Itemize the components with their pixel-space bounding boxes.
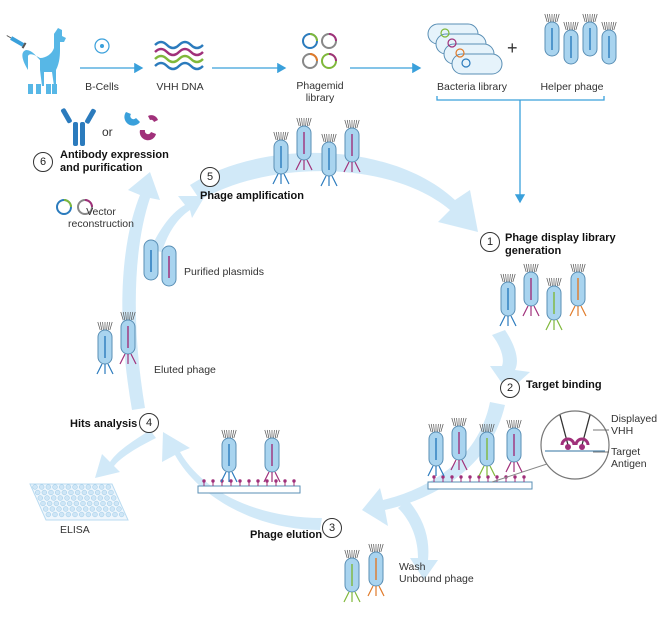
bound-phage-3 xyxy=(478,423,496,477)
target-antigen-line1: Target xyxy=(611,446,641,458)
elisa-label: ELISA xyxy=(60,524,90,536)
library-phage-1 xyxy=(499,273,517,327)
binding-magnifier xyxy=(491,410,610,483)
or-label: or xyxy=(102,125,113,139)
bacteria-library-label: Bacteria library xyxy=(436,81,508,93)
eluting-phage-2 xyxy=(263,429,281,483)
plus-sign: + xyxy=(507,38,518,58)
cycle-arrow-library-to-binding xyxy=(490,330,530,392)
vhh-dna-icon xyxy=(154,40,204,71)
wash-label: Wash xyxy=(399,561,426,573)
eluted-phage-1 xyxy=(96,321,114,375)
step-4-label: Hits analysis xyxy=(70,418,138,430)
displayed-vhh-line2: VHH xyxy=(611,425,634,437)
step-1-number: 1 xyxy=(480,232,500,252)
cycle-arrow-wash xyxy=(398,500,438,580)
phagemid-library-icon xyxy=(302,33,337,69)
purified-plasmids-label: Purified plasmids xyxy=(184,266,264,278)
library-phage-4 xyxy=(569,263,587,317)
bound-phage-1 xyxy=(427,423,445,477)
vector-reconstruction-line1: Vector xyxy=(86,206,116,218)
cycle-arrow-amplification-to-library xyxy=(190,152,478,232)
step-1-label-line1: Phage display library xyxy=(505,232,616,244)
displayed-vhh-line1: Displayed xyxy=(611,413,658,425)
eluting-phage-1 xyxy=(220,429,238,483)
phagemid-label-line2: library xyxy=(305,92,335,104)
amplified-phage-4 xyxy=(343,119,361,173)
purified-plasmids-icon xyxy=(143,239,177,287)
helper-phage-2 xyxy=(563,21,579,65)
nanobody-icon xyxy=(124,112,158,141)
amplified-phage-1 xyxy=(272,131,290,185)
helper-phage-label: Helper phage xyxy=(540,81,604,93)
helper-phage-4 xyxy=(601,21,617,65)
eluted-phage-label: Eluted phage xyxy=(154,364,216,376)
step-6-label-line1: Antibody expression xyxy=(60,149,169,161)
eluted-phage-2 xyxy=(119,311,137,365)
llama-icon xyxy=(22,28,66,94)
library-phage-2 xyxy=(522,263,540,317)
cycle-arrow-hits-to-elisa xyxy=(95,430,156,478)
flow-bracket-libraries xyxy=(436,96,605,101)
bacteria-library-icon xyxy=(427,23,503,75)
helper-phage-3 xyxy=(582,13,598,57)
step-2-label: Target binding xyxy=(526,379,602,391)
step-3-number: 3 xyxy=(322,518,342,538)
elisa-plate-icon xyxy=(29,483,129,521)
step-5-number: 5 xyxy=(200,167,220,187)
b-cell-icon xyxy=(94,38,110,54)
amplified-phage-3 xyxy=(320,133,338,187)
phagemid-label-line1: Phagemid xyxy=(296,80,344,92)
step-5-label: Phage amplification xyxy=(200,190,304,202)
bound-phage-2 xyxy=(450,417,468,471)
vector-reconstruction-icon xyxy=(56,199,93,215)
step-1-label-line2: generation xyxy=(505,245,562,257)
step-4-number: 4 xyxy=(139,413,159,433)
bound-phage-4 xyxy=(505,419,523,473)
flow-arrows xyxy=(80,62,605,204)
antibody-igg-icon xyxy=(60,108,96,146)
step-6-label-line2: and purification xyxy=(60,162,143,174)
vhh-dna-label: VHH DNA xyxy=(156,81,204,93)
cycle-arrow-binding-to-elution xyxy=(362,402,505,526)
amplified-phage-2 xyxy=(295,117,313,171)
cycle-arrow-elution-to-hits xyxy=(162,432,322,530)
unbound-phage-2 xyxy=(367,543,385,597)
unbound-phage-1 xyxy=(343,549,361,603)
phage-particles xyxy=(96,13,617,603)
unbound-phage-label: Unbound phage xyxy=(399,573,474,585)
vector-reconstruction-line2: reconstruction xyxy=(68,218,134,230)
helper-phage-1 xyxy=(544,13,560,57)
step-6-number: 6 xyxy=(33,152,53,172)
step-2-number: 2 xyxy=(500,378,520,398)
library-phage-3 xyxy=(545,277,563,331)
syringe-icon xyxy=(6,35,27,49)
b-cells-label: B-Cells xyxy=(85,81,119,93)
target-antigen-line2: Antigen xyxy=(611,458,647,470)
cycle-arrow-plasmids-to-amplification xyxy=(150,196,205,252)
step-3-label: Phage elution xyxy=(250,529,323,541)
elution-plate xyxy=(197,479,301,494)
binding-plate xyxy=(427,475,533,490)
